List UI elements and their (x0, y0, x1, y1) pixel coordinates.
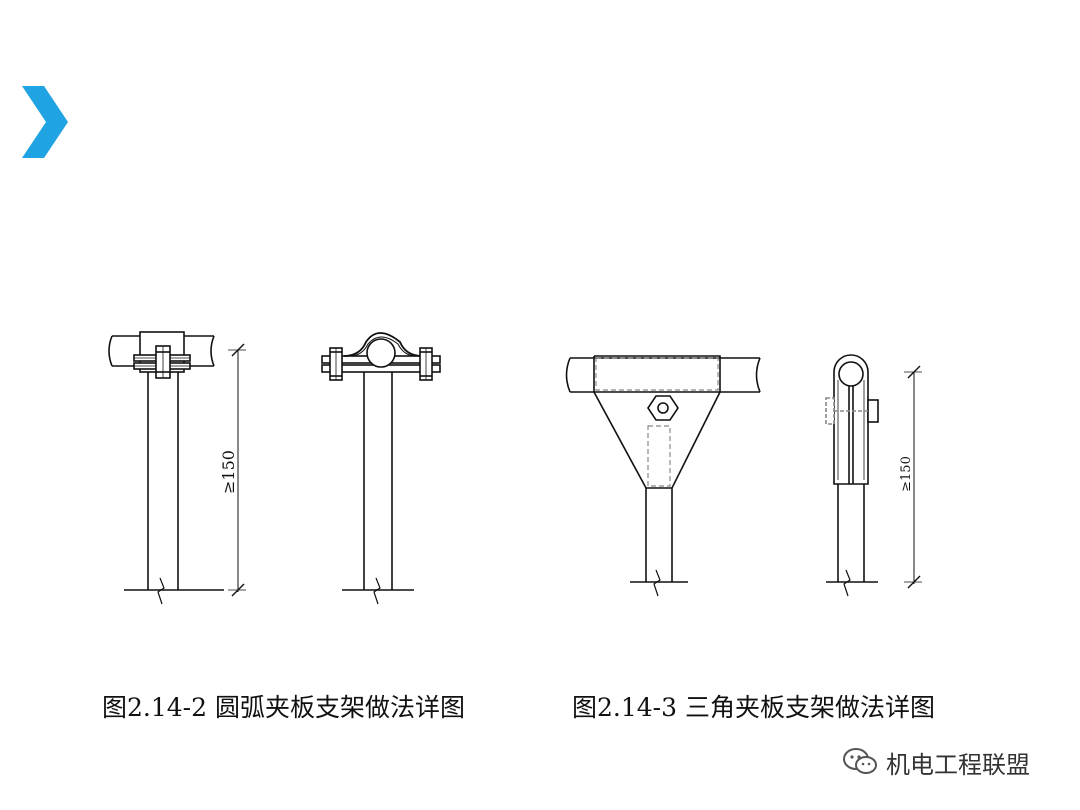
arc-clamp-side-view (321, 332, 441, 605)
arc-clamp-front-view (108, 331, 246, 605)
figure-caption-triangle-clamp: 图2.14-3 三角夹板支架做法详图 (572, 693, 935, 722)
triangle-clamp-front-view (565, 355, 761, 597)
dimension-label-left: ≥150 (219, 450, 238, 494)
wechat-icon (843, 748, 877, 774)
triangle-clamp-side-view (825, 354, 922, 597)
dimension-label-right: ≥150 (899, 456, 914, 492)
chevron-right-icon (22, 86, 68, 158)
watermark: 机电工程联盟 (842, 742, 1030, 782)
watermark-text: 机电工程联盟 (886, 750, 1030, 779)
figure-caption-arc-clamp: 图2.14-2 圆弧夹板支架做法详图 (102, 693, 465, 722)
